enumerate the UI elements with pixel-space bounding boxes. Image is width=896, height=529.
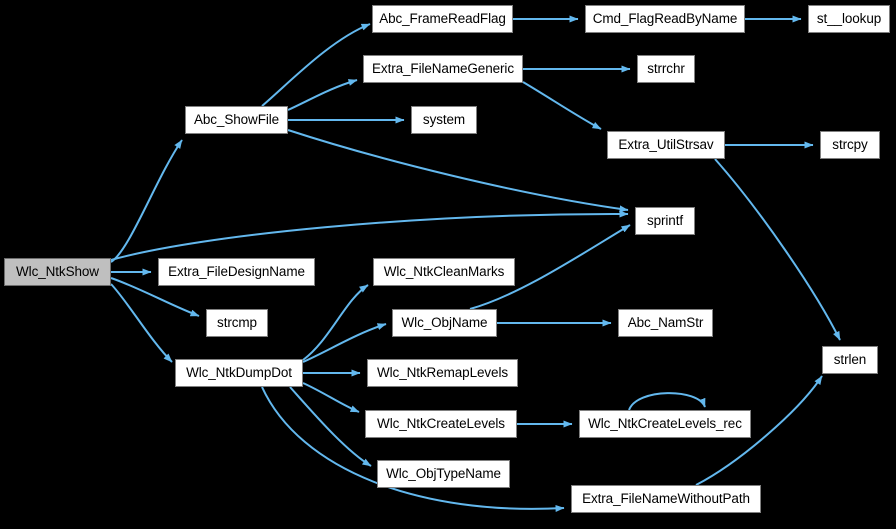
graph-node-extra_filenamegeneric[interactable]: Extra_FileNameGeneric bbox=[363, 55, 523, 83]
graph-node-wlc_ntkdumpdot[interactable]: Wlc_NtkDumpDot bbox=[175, 359, 303, 387]
graph-node-strcmp[interactable]: strcmp bbox=[206, 309, 268, 337]
graph-node-extra_filedesignname[interactable]: Extra_FileDesignName bbox=[158, 258, 315, 286]
graph-node-strrchr[interactable]: strrchr bbox=[637, 55, 695, 83]
graph-node-strlen[interactable]: strlen bbox=[822, 346, 878, 374]
graph-node-strcpy[interactable]: strcpy bbox=[820, 131, 880, 159]
graph-node-cmd_flagreadbyname[interactable]: Cmd_FlagReadByName bbox=[585, 5, 745, 33]
edge-wlc_ntkdumpdot-to-wlc_objtypename bbox=[289, 386, 372, 467]
graph-node-abc_framereadflag[interactable]: Abc_FrameReadFlag bbox=[372, 5, 513, 33]
edge-abc_showfile-to-sprintf bbox=[287, 129, 629, 213]
edge-wlc_ntkdumpdot-to-extra_filenamewithoutpath bbox=[261, 386, 565, 512]
graph-node-wlc_ntkcreatelevels_rec[interactable]: Wlc_NtkCreateLevels_rec bbox=[579, 410, 751, 438]
graph-node-abc_namstr[interactable]: Abc_NamStr bbox=[618, 309, 713, 337]
edge-abc_showfile-to-abc_framereadflag bbox=[261, 23, 371, 107]
edge-wlc_ntkshow-to-wlc_ntkdumpdot bbox=[110, 283, 173, 363]
edge-wlc_ntkshow-to-sprintf bbox=[110, 210, 629, 261]
graph-node-wlc_ntkcreatelevels[interactable]: Wlc_NtkCreateLevels bbox=[365, 410, 517, 438]
graph-node-wlc_objtypename[interactable]: Wlc_ObjTypeName bbox=[377, 460, 510, 488]
edge-wlc_ntkcreatelevels_rec-to-wlc_ntkcreatelevels_rec bbox=[628, 392, 706, 411]
graph-node-st__lookup[interactable]: st__lookup bbox=[808, 5, 890, 33]
graph-node-extra_utilstrsav[interactable]: Extra_UtilStrsav bbox=[607, 131, 725, 159]
edge-wlc_ntkshow-to-abc_showfile bbox=[110, 139, 183, 263]
graph-node-wlc_objname[interactable]: Wlc_ObjName bbox=[392, 309, 497, 337]
edge-extra_filenamegeneric-to-extra_utilstrsav bbox=[522, 81, 602, 130]
graph-node-wlc_ntkshow[interactable]: Wlc_NtkShow bbox=[4, 258, 111, 286]
edge-wlc_ntkdumpdot-to-wlc_objname bbox=[302, 323, 387, 363]
graph-node-wlc_ntkcleanmarks[interactable]: Wlc_NtkCleanMarks bbox=[373, 258, 515, 286]
edge-wlc_ntkdumpdot-to-wlc_ntkcreatelevels bbox=[302, 382, 360, 413]
graph-node-wlc_ntkremaplevels[interactable]: Wlc_NtkRemapLevels bbox=[367, 359, 518, 387]
edge-abc_showfile-to-extra_filenamegeneric bbox=[287, 79, 358, 111]
edge-wlc_ntkdumpdot-to-wlc_ntkcleanmarks bbox=[302, 284, 369, 361]
edge-extra_utilstrsav-to-strlen bbox=[714, 158, 841, 341]
graph-node-system[interactable]: system bbox=[411, 106, 477, 134]
graph-node-extra_filenamewithoutpath[interactable]: Extra_FileNameWithoutPath bbox=[571, 485, 761, 513]
graph-node-abc_showfile[interactable]: Abc_ShowFile bbox=[185, 106, 288, 134]
graph-node-sprintf[interactable]: sprintf bbox=[635, 207, 695, 235]
